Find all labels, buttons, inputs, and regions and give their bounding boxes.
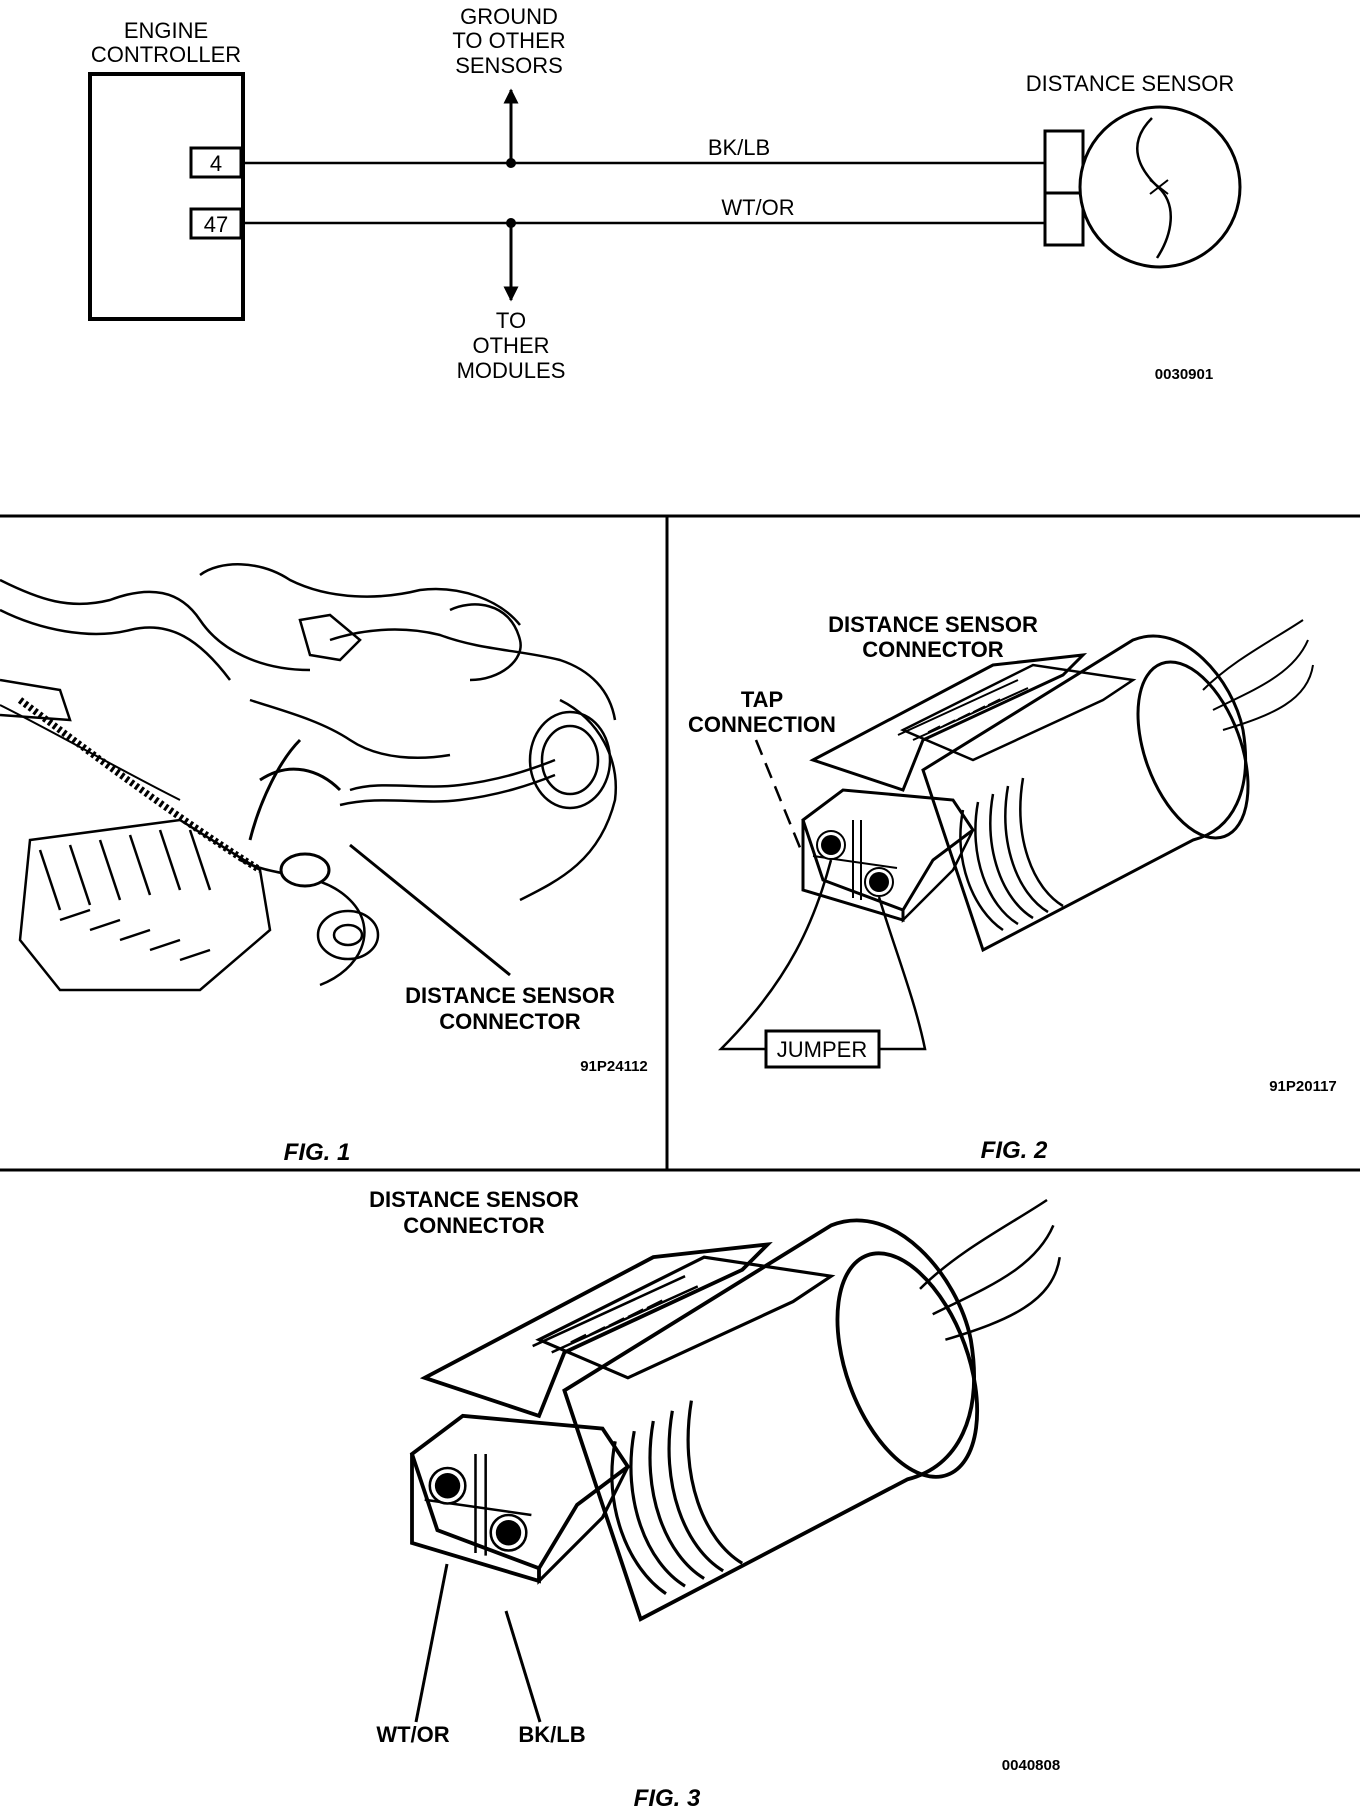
schematic-figure-code: 0030901 [1155,366,1213,383]
fig1-callout-2: CONNECTOR [439,1009,580,1034]
fig2-tap-leader [754,739,805,856]
fig3-title-1: DISTANCE SENSOR [369,1187,579,1212]
fig2-tap-label-1: TAP [741,687,783,712]
pin-4-label: 4 [210,151,222,176]
fig1-callout-1: DISTANCE SENSOR [405,983,615,1008]
fig3-figure-code: 0040808 [1002,1757,1060,1774]
modules-label-1: TO [496,308,526,333]
engine-controller-box: ENGINE CONTROLLER [88,18,245,321]
fig2-caption: FIG. 2 [981,1137,1048,1164]
fig3-pin-right-label: BK/LB [518,1722,585,1747]
fig2-tap-label-2: CONNECTION [688,712,836,737]
fig2-title-1: DISTANCE SENSOR [828,612,1038,637]
pin-47-box: 47 [189,207,243,240]
fig3-wt-or-leader [414,1563,449,1723]
modules-label-3: MODULES [457,358,566,383]
fig2-jumper-label: JUMPER [777,1037,867,1062]
distance-sensor-label: DISTANCE SENSOR [1026,71,1235,96]
distance-sensor-symbol [1043,105,1242,269]
fig1-caption: FIG. 1 [284,1139,351,1166]
fig2-figure-code: 91P20117 [1269,1078,1337,1095]
wire-wt-or-label: WT/OR [721,195,794,220]
wiring-schematic: ENGINE CONTROLLER 4 47 GROUND TO OTHER S… [88,4,1242,383]
fig3-title-2: CONNECTOR [403,1213,544,1238]
fig2-title-2: CONNECTOR [862,637,1003,662]
modules-label-2: OTHER [473,333,550,358]
wire-bk-lb-label: BK/LB [708,135,770,160]
fig1-engine-illustration [0,563,617,992]
pin-47-label: 47 [204,212,228,237]
fig3-caption: FIG. 3 [634,1785,701,1812]
fig3-connector-drawing [410,1198,1062,1622]
fig2-jumper: JUMPER [717,859,927,1069]
pin-4-box: 4 [189,146,243,179]
engine-controller-label-2: CONTROLLER [91,42,241,67]
fig1-figure-code: 91P24112 [580,1058,648,1075]
ground-label-1: GROUND [460,4,558,29]
engine-controller-label-1: ENGINE [124,18,208,43]
fig3-pin-left-label: WT/OR [376,1722,449,1747]
fig3-bk-lb-leader [504,1610,542,1723]
ground-label-3: SENSORS [455,53,563,78]
ground-label-2: TO OTHER [452,28,565,53]
